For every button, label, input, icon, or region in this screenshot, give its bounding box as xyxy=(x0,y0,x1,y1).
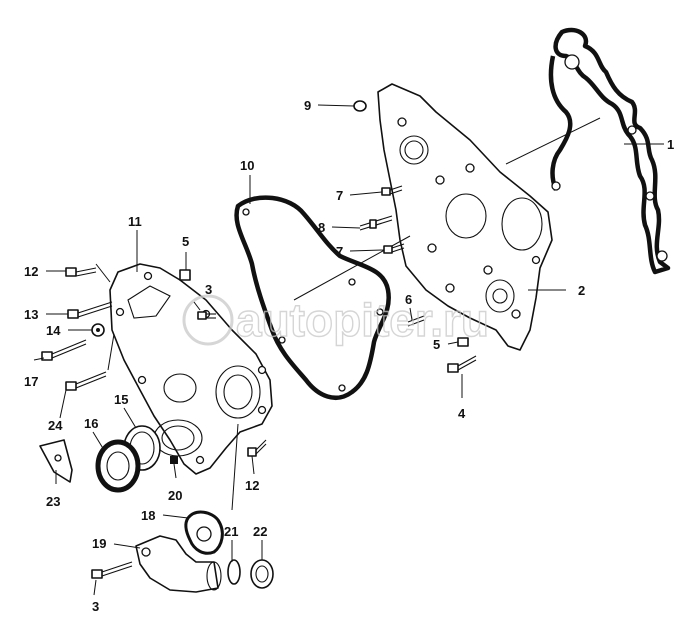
bolt-part-7-lower xyxy=(383,243,405,254)
timing-plate-part-2 xyxy=(377,83,601,351)
bolt-part-13 xyxy=(67,301,113,319)
callout-1: 1 xyxy=(667,137,674,152)
callout-11: 11 xyxy=(128,214,142,229)
bolt-part-24 xyxy=(65,371,107,391)
callout-8: 8 xyxy=(318,220,325,235)
callout-3-upper: 3 xyxy=(205,282,212,297)
callout-7-lower: 7 xyxy=(336,244,343,259)
watermark-logo-icon xyxy=(182,294,234,346)
callout-14: 14 xyxy=(46,323,61,338)
callout-24: 24 xyxy=(48,418,63,433)
bolt-part-17 xyxy=(41,339,87,361)
watermark-text: autopiter.ru xyxy=(236,294,489,346)
callout-12-lower: 12 xyxy=(245,478,259,493)
bolt-part-12-lower xyxy=(247,439,267,457)
callout-3-lower: 3 xyxy=(92,599,99,614)
gasket-part-1 xyxy=(548,27,671,275)
outlet-elbow-part-19 xyxy=(135,535,222,593)
callout-18: 18 xyxy=(141,508,155,523)
callout-9: 9 xyxy=(304,98,311,113)
stud-part-8 xyxy=(359,215,393,231)
callout-labels: 1 2 3 3 4 5 5 6 7 7 8 9 10 11 12 12 13 1… xyxy=(24,98,674,614)
bracket-part-23 xyxy=(39,439,73,483)
bolt-part-4 xyxy=(447,355,477,373)
callout-6: 6 xyxy=(405,292,412,307)
stud-part-6 xyxy=(407,315,425,327)
cap-part-22 xyxy=(250,559,274,589)
callout-15: 15 xyxy=(114,392,128,407)
bolt-part-3-upper xyxy=(197,311,216,320)
callout-22: 22 xyxy=(253,524,267,539)
nut-part-20 xyxy=(170,456,178,464)
leader-lines xyxy=(33,104,664,596)
callout-17: 17 xyxy=(24,374,38,389)
front-cover-part-11 xyxy=(109,263,273,475)
callout-7-upper: 7 xyxy=(336,188,343,203)
gasket-part-18 xyxy=(184,510,224,555)
callout-10: 10 xyxy=(240,158,254,173)
callout-12-upper: 12 xyxy=(24,264,38,279)
oil-seal-part-16 xyxy=(95,439,141,493)
callout-2: 2 xyxy=(578,283,585,298)
callout-5-upper: 5 xyxy=(182,234,189,249)
callout-19: 19 xyxy=(92,536,106,551)
callout-5-lower: 5 xyxy=(433,337,440,352)
bolt-part-3-lower xyxy=(91,561,133,579)
callout-20: 20 xyxy=(168,488,182,503)
washer-part-14 xyxy=(91,323,105,337)
watermark: autopiter.ru xyxy=(182,293,490,347)
callout-13: 13 xyxy=(24,307,38,322)
plug-part-9 xyxy=(353,100,367,112)
callout-16: 16 xyxy=(84,416,98,431)
callout-4: 4 xyxy=(458,406,466,421)
bolt-part-7-upper xyxy=(381,185,403,196)
callout-21: 21 xyxy=(224,524,238,539)
nut-part-5-upper xyxy=(179,269,191,281)
bolt-part-12-upper xyxy=(65,267,97,277)
o-ring-part-21 xyxy=(227,559,241,585)
callout-23: 23 xyxy=(46,494,60,509)
